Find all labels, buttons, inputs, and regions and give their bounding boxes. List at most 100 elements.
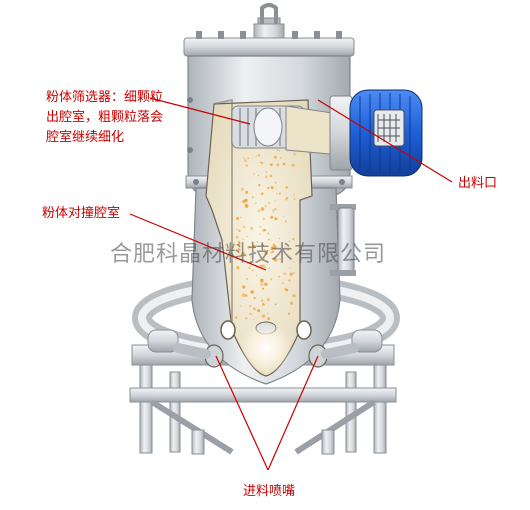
powder-particle — [293, 198, 296, 201]
powder-particle — [288, 267, 291, 269]
powder-particle — [251, 241, 254, 244]
powder-particle — [264, 205, 267, 208]
powder-particle — [262, 303, 265, 307]
powder-particle — [260, 161, 263, 164]
powder-particle — [251, 314, 253, 316]
powder-particle — [290, 301, 294, 305]
powder-particle — [264, 249, 266, 251]
powder-particle — [245, 317, 248, 320]
powder-particle — [264, 282, 268, 286]
powder-particle — [242, 285, 246, 289]
powder-particle — [269, 174, 273, 178]
powder-particle — [260, 278, 264, 283]
powder-particle — [239, 304, 242, 307]
side-gauge — [330, 204, 356, 276]
powder-particle — [261, 244, 264, 247]
powder-particle — [251, 196, 254, 199]
powder-particle — [269, 278, 273, 281]
classifier-label: 粉体筛选器：细颗粒出腔室，粗颗粒落会腔室继续细化 — [46, 90, 164, 145]
powder-particle — [274, 181, 277, 184]
powder-particle — [266, 312, 269, 314]
powder-particle — [268, 238, 270, 241]
powder-particle — [244, 204, 249, 208]
flange-bolts — [187, 97, 345, 185]
powder-particle — [282, 215, 285, 218]
company-watermark: 合肥科晶材料技术有限公司 — [110, 242, 387, 267]
feed-nozzle-label: 进料喷嘴 — [243, 484, 296, 499]
powder-particle — [243, 157, 245, 159]
powder-particle — [247, 245, 251, 249]
powder-particle — [285, 288, 289, 292]
powder-particle — [274, 200, 276, 202]
powder-particle — [274, 207, 277, 211]
powder-particle — [245, 164, 248, 167]
powder-particle — [262, 217, 266, 221]
powder-particle — [240, 252, 244, 256]
powder-particle — [260, 207, 265, 211]
outlet-label: 出料口 — [458, 176, 498, 191]
powder-particle — [242, 199, 246, 204]
powder-particle — [293, 193, 296, 196]
powder-particle — [270, 186, 274, 190]
powder-particle — [269, 163, 273, 167]
powder-particle — [271, 250, 275, 253]
powder-particle — [273, 258, 278, 262]
powder-particle — [236, 228, 238, 231]
powder-particle — [276, 163, 280, 167]
powder-particle — [237, 248, 241, 251]
motor — [329, 89, 423, 177]
collision-chamber-label: 粉体对撞腔室 — [42, 206, 121, 221]
powder-particle — [288, 240, 291, 243]
powder-particle — [240, 216, 242, 219]
powder-particle — [270, 252, 272, 254]
powder-particle — [262, 287, 265, 290]
powder-particle — [253, 296, 256, 300]
powder-particle — [257, 309, 261, 313]
powder-particle — [244, 294, 248, 297]
powder-particle — [273, 155, 277, 159]
powder-particle — [268, 267, 271, 269]
powder-particle — [250, 290, 254, 294]
powder-particle — [278, 275, 280, 278]
powder-particle — [255, 202, 257, 204]
powder-particle — [251, 269, 254, 271]
powder-particle — [243, 225, 246, 229]
powder-particle — [242, 238, 244, 241]
powder-particle — [238, 229, 241, 233]
powder-particle — [247, 157, 250, 160]
top-cap — [183, 3, 355, 57]
powder-particle — [250, 256, 252, 258]
powder-particle — [265, 175, 268, 179]
powder-particle — [278, 192, 281, 195]
powder-particle — [257, 153, 261, 157]
powder-particle — [278, 149, 281, 152]
powder-particle — [289, 272, 293, 276]
powder-particle — [261, 299, 264, 302]
powder-particle — [275, 192, 278, 195]
powder-particle — [252, 244, 256, 249]
powder-particle — [241, 251, 246, 256]
powder-particle — [261, 162, 264, 165]
chamber-callout-line — [129, 213, 267, 271]
powder-particle — [236, 266, 240, 270]
powder-particle — [278, 237, 281, 240]
powder-particles — [234, 109, 348, 321]
powder-particle — [235, 235, 239, 239]
powder-particle — [274, 303, 277, 306]
nozzle-callout-line-left — [215, 355, 269, 471]
powder-particle — [245, 203, 247, 206]
powder-particle — [235, 216, 240, 221]
powder-particle — [234, 315, 238, 319]
powder-particle — [249, 304, 252, 308]
powder-particle — [283, 272, 287, 276]
powder-particle — [255, 274, 258, 277]
powder-particle — [260, 192, 264, 196]
callout-lines — [129, 97, 453, 471]
powder-particle — [282, 162, 286, 166]
powder-particle — [245, 190, 249, 194]
powder-particle — [272, 211, 274, 213]
powder-particle — [240, 187, 244, 191]
powder-particle — [292, 293, 296, 298]
powder-particle — [272, 243, 275, 246]
